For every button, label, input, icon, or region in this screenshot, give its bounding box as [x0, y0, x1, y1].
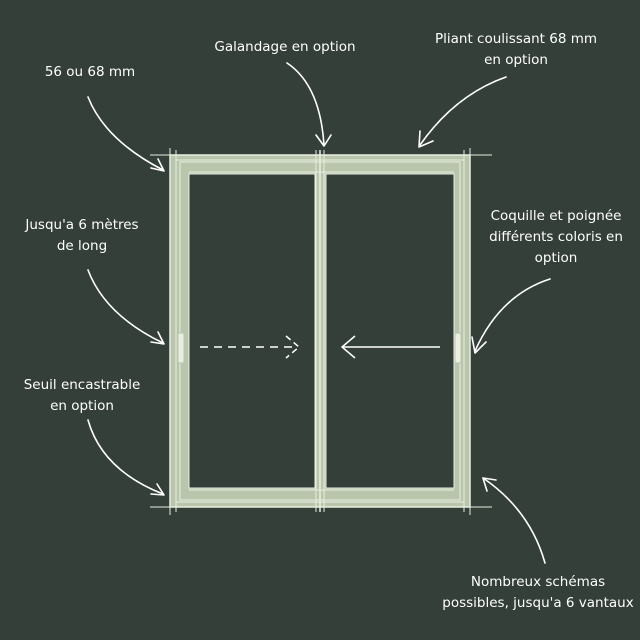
label-schemes-line1: Nombreux schémas — [470, 574, 606, 590]
label-handle-line3: option — [534, 250, 578, 266]
label-length-line2: de long — [56, 238, 108, 254]
handle-icon — [454, 332, 462, 364]
curved-arrow-icon — [87, 96, 165, 172]
label-pocket-text: Galandage en option — [214, 39, 356, 55]
label-threshold-line2: en option — [50, 398, 114, 414]
label-folding-line1: Pliant coulissant 68 mm — [434, 31, 598, 47]
label-folding-line2: en option — [484, 52, 548, 68]
label-schemes: Nombreux schémas possibles, jusqu'a 6 va… — [438, 572, 638, 614]
label-schemes-line2: possibles, jusqu'a 6 vantaux — [442, 595, 634, 611]
dashed-arrow-right-icon — [200, 335, 301, 359]
label-threshold-line1: Seuil encastrable — [23, 377, 141, 393]
curved-arrow-icon — [418, 76, 507, 148]
label-pocket: Galandage en option — [190, 37, 380, 58]
label-handle: Coquille et poignée différents coloris e… — [476, 206, 636, 269]
curved-arrow-icon — [87, 419, 165, 496]
label-handle-line1: Coquille et poignée — [490, 208, 622, 224]
extension-lines — [150, 148, 492, 515]
label-thickness-text: 56 ou 68 mm — [44, 64, 136, 80]
curved-arrow-icon — [286, 62, 332, 147]
door-frame — [169, 150, 471, 512]
label-handle-line2: différents coloris en — [489, 229, 623, 245]
label-length: Jusqu'a 6 mètres de long — [12, 215, 152, 257]
label-threshold: Seuil encastrable en option — [12, 375, 152, 417]
right-glass-pane — [325, 173, 455, 489]
handle-icon — [177, 332, 185, 364]
label-length-line1: Jusqu'a 6 mètres — [25, 217, 139, 233]
curved-arrow-icon — [87, 269, 165, 345]
label-thickness: 56 ou 68 mm — [20, 62, 160, 83]
label-folding: Pliant coulissant 68 mm en option — [418, 29, 614, 71]
left-glass-pane — [188, 173, 316, 489]
curved-arrow-icon — [471, 278, 551, 354]
curved-arrow-icon — [482, 477, 546, 564]
arrow-left-icon — [340, 335, 440, 359]
